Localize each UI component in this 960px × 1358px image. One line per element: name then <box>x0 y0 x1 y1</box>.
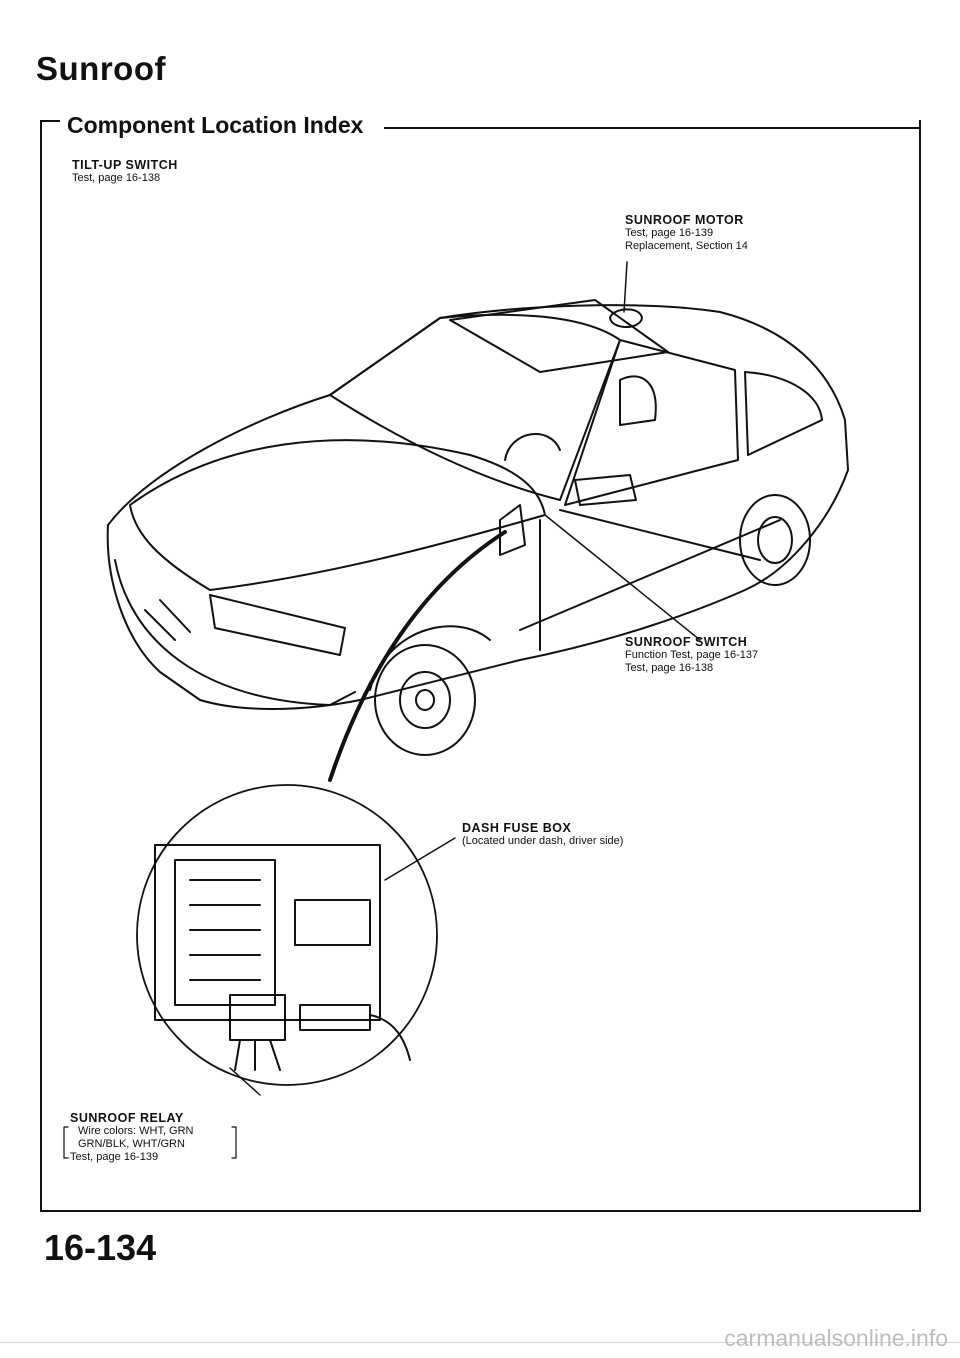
heading-rule <box>384 127 919 129</box>
side-window-rear <box>744 371 823 456</box>
page-title: Sunroof <box>36 50 166 87</box>
side-molding <box>519 519 781 631</box>
relay <box>229 994 286 1041</box>
windshield <box>329 313 621 501</box>
relay-bracket-left <box>63 1126 69 1159</box>
leader-motor <box>623 261 628 313</box>
label-sunroof-switch: SUNROOF SWITCH Function Test, page 16-13… <box>625 635 759 675</box>
page-bottom-rule <box>0 1342 960 1343</box>
rear-wheel <box>739 494 811 586</box>
steering-wheel <box>504 433 561 461</box>
grille <box>144 599 191 641</box>
leader-switch <box>544 514 701 641</box>
front-wheel <box>374 644 476 756</box>
fuse-box <box>154 844 381 1021</box>
hood <box>129 439 546 591</box>
watermark: carmanualsonline.info <box>724 1325 948 1351</box>
connector <box>299 1004 411 1061</box>
label-tilt-up-switch: TILT-UP SWITCH Test, page 16-138 <box>72 158 178 185</box>
sunroof-motor <box>609 308 643 328</box>
diagram-frame <box>40 120 921 1212</box>
inset-pointer <box>328 530 507 782</box>
door-line <box>539 509 761 651</box>
bumper <box>114 559 356 706</box>
leader-fuse-box <box>384 837 456 881</box>
label-sunroof-motor: SUNROOF MOTOR Test, page 16-139 Replacem… <box>625 213 748 253</box>
headlight <box>209 594 346 656</box>
frame-corner <box>40 120 60 122</box>
label-sunroof-relay: SUNROOF RELAY Wire colors: WHT, GRN GRN/… <box>70 1111 194 1164</box>
relay-bracket-right <box>231 1126 237 1159</box>
inset-circle <box>136 784 438 1086</box>
label-dash-fuse-box: DASH FUSE BOX (Located under dash, drive… <box>462 821 624 848</box>
page-number: 16-134 <box>44 1227 157 1268</box>
side-mirror <box>574 474 637 506</box>
seat <box>619 375 657 426</box>
side-window-front <box>564 339 739 506</box>
leader-relay <box>229 1067 261 1096</box>
section-heading: Component Location Index <box>67 112 364 138</box>
